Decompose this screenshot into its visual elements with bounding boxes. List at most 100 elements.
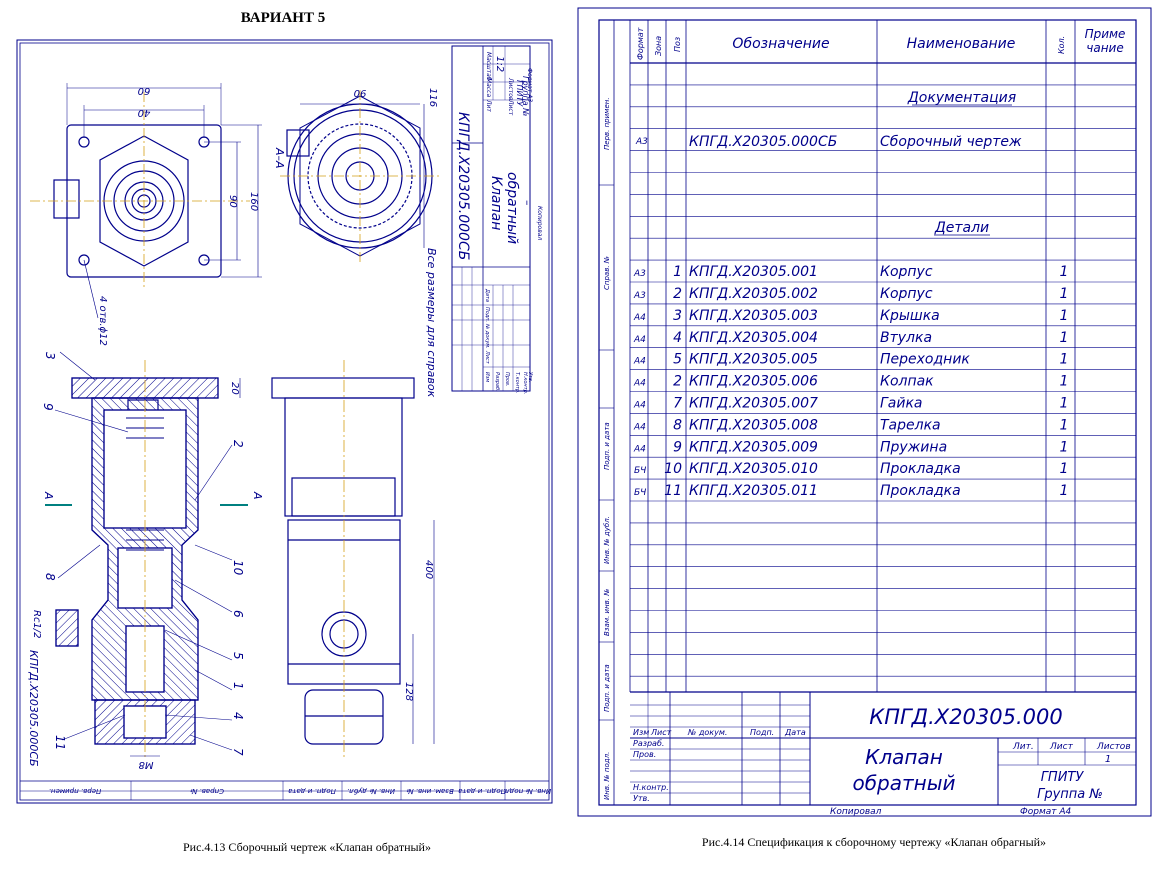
svg-text:Подп.: Подп.: [484, 307, 490, 322]
svg-text:Формат А3: Формат А3: [526, 68, 533, 102]
svg-text:Подп. и дата: Подп. и дата: [603, 422, 611, 470]
spec-documentation: Документация А3 КПГД.Х20305.000СБ Сбороч…: [635, 90, 1022, 236]
svg-text:7: 7: [231, 748, 245, 756]
svg-text:Инв. № подл.: Инв. № подл.: [603, 752, 611, 800]
section-aa-view: [280, 90, 440, 262]
svg-text:20: 20: [229, 382, 240, 395]
spec-row-2-qty: 1: [1060, 286, 1069, 302]
spec-row-7-pos: 7: [673, 396, 682, 412]
svg-text:3: 3: [43, 352, 57, 360]
svg-text:Изм: Изм: [484, 372, 490, 382]
svg-text:Лист: Лист: [507, 99, 514, 116]
spec-row-11-designation: КПГД.Х20305.011: [689, 483, 818, 499]
svg-text:Пров.: Пров.: [504, 372, 510, 387]
spec-row-8-designation: КПГД.Х20305.008: [689, 417, 818, 433]
svg-text:1: 1: [231, 682, 245, 690]
spec-row-7-qty: 1: [1060, 396, 1069, 412]
svg-text:Утв.: Утв.: [527, 372, 533, 383]
svg-text:Справ. №: Справ. №: [190, 787, 224, 795]
svg-text:Обозначение: Обозначение: [732, 36, 829, 52]
svg-text:9: 9: [41, 403, 55, 411]
svg-text:Лит: Лит: [485, 99, 492, 112]
svg-text:Сборочный чертеж: Сборочный чертеж: [880, 134, 1022, 150]
spec-row-8-name: Тарелка: [880, 417, 941, 433]
svg-text:Масса: Масса: [485, 78, 492, 97]
left-title-block: КПГД.Х20305.000СБ Клапан обратный – Лит …: [455, 52, 543, 394]
svg-text:1: 1: [1105, 754, 1111, 765]
svg-text:Формат А4: Формат А4: [1020, 807, 1072, 817]
svg-text:160: 160: [248, 192, 259, 211]
svg-text:чание: чание: [1086, 41, 1123, 55]
spec-row-6-pos: 2: [673, 374, 682, 390]
svg-text:Лист: Лист: [484, 350, 490, 365]
svg-text:А: А: [251, 491, 264, 500]
svg-text:№ докум.: № докум.: [687, 728, 727, 737]
front-outer-view: [271, 360, 435, 760]
svg-text:90: 90: [354, 87, 367, 98]
svg-text:Перв. примен.: Перв. примен.: [603, 97, 611, 150]
svg-text:Клапан: Клапан: [488, 176, 504, 230]
svg-text:Дата: Дата: [484, 288, 490, 302]
svg-text:А–А: А–А: [273, 147, 286, 169]
section-details: Детали: [934, 220, 989, 236]
svg-text:Копировал: Копировал: [830, 807, 882, 817]
spec-row-6-name: Колпак: [880, 374, 934, 390]
spec-row-3-name: Крышка: [880, 308, 940, 324]
spec-row-3-format: А4: [633, 313, 646, 323]
spec-row-3-designation: КПГД.Х20305.003: [689, 308, 818, 324]
svg-text:обратный: обратный: [852, 771, 955, 795]
svg-text:400: 400: [423, 560, 434, 579]
svg-text:4: 4: [231, 712, 245, 720]
spec-row-5-format: А4: [633, 357, 646, 367]
spec-row-10-qty: 1: [1060, 461, 1069, 477]
svg-text:Подп.: Подп.: [750, 728, 774, 737]
svg-text:ГПИТУ: ГПИТУ: [1041, 770, 1085, 785]
svg-text:Н.контр.: Н.контр.: [633, 783, 669, 792]
left-dimensions: 60 40 90 116 90 160 4 отв.ϕ12 20 400 128…: [31, 85, 438, 770]
spec-row-6-format: А4: [633, 379, 646, 389]
svg-text:Т.контр.: Т.контр.: [514, 372, 520, 394]
svg-text:Наименование: Наименование: [907, 36, 1016, 52]
spec-header: Формат Зона Поз Обозначение Наименование…: [636, 27, 1125, 60]
spec-row-7-format: А4: [633, 401, 646, 411]
page-title: ВАРИАНТ 5: [241, 10, 325, 26]
svg-text:Группа №: Группа №: [521, 76, 530, 117]
spec-row-4-format: А4: [633, 335, 646, 345]
spec-row-2-pos: 2: [673, 286, 682, 302]
spec-row-1-format: А3: [633, 269, 646, 279]
assembly-drawing: [16, 39, 553, 804]
spec-row-1-pos: 1: [673, 264, 682, 280]
svg-text:КПГД.Х20305.000СБ: КПГД.Х20305.000СБ: [689, 134, 837, 150]
spec-row-11-pos: 11: [664, 483, 682, 499]
spec-row-2-designation: КПГД.Х20305.002: [689, 286, 818, 302]
spec-row-10-pos: 10: [664, 461, 682, 477]
svg-text:КПГД.Х20305.000СБ: КПГД.Х20305.000СБ: [455, 112, 471, 260]
spec-row-4-designation: КПГД.Х20305.004: [689, 330, 818, 346]
svg-text:Формат: Формат: [636, 27, 645, 60]
spec-row-9-name: Пружина: [880, 439, 947, 455]
svg-text:Поз: Поз: [673, 37, 682, 52]
svg-text:5: 5: [231, 652, 245, 660]
svg-text:Перв. примен.: Перв. примен.: [49, 787, 102, 795]
svg-text:Разраб.: Разраб.: [633, 739, 664, 748]
svg-text:Лит.: Лит.: [1012, 742, 1034, 752]
spec-row-3-pos: 3: [673, 308, 682, 324]
spec-row-9-pos: 9: [673, 439, 682, 455]
svg-text:90: 90: [227, 195, 238, 208]
spec-row-2-name: Корпус: [880, 286, 933, 302]
svg-text:11: 11: [53, 735, 67, 750]
svg-text:Разраб.: Разраб.: [494, 372, 500, 392]
svg-text:8: 8: [43, 573, 57, 581]
svg-text:Зона: Зона: [654, 36, 663, 56]
spec-row-10-designation: КПГД.Х20305.010: [689, 461, 818, 477]
svg-text:Листов: Листов: [1096, 742, 1131, 752]
specification-sheet: [577, 7, 1152, 817]
svg-text:Лист: Лист: [1049, 742, 1074, 752]
svg-text:Клапан: Клапан: [865, 745, 943, 769]
svg-text:Инв. № подл.: Инв. № подл.: [503, 787, 551, 795]
spec-row-6-designation: КПГД.Х20305.006: [689, 374, 818, 390]
svg-text:Справ. №: Справ. №: [603, 256, 611, 290]
spec-row-4-pos: 4: [673, 330, 682, 346]
svg-text:Масштаб: Масштаб: [485, 52, 492, 81]
